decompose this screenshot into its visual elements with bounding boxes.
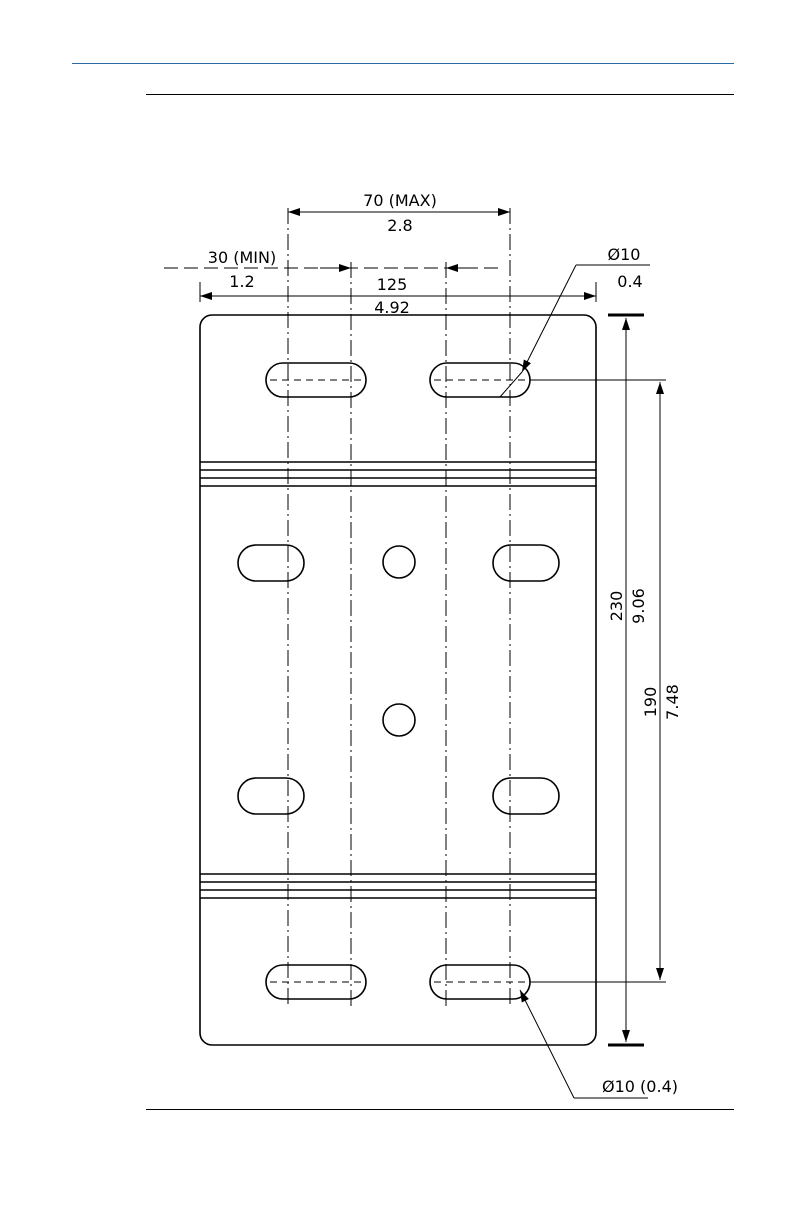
dim-70-in: 2.8 bbox=[387, 216, 412, 235]
dim-30-in: 1.2 bbox=[229, 272, 254, 291]
lower-rib bbox=[200, 874, 596, 898]
center-lines bbox=[288, 208, 510, 1008]
dim-230-in: 9.06 bbox=[629, 588, 648, 624]
slot-mid-upper-right bbox=[493, 545, 559, 581]
upper-rib bbox=[200, 462, 596, 486]
dim-190-mm: 190 bbox=[641, 687, 660, 718]
plate-outline bbox=[200, 315, 596, 1045]
leader-top-hole bbox=[522, 265, 576, 372]
dim-230-mm: 230 bbox=[607, 591, 626, 622]
hole-center-upper bbox=[383, 546, 415, 578]
slot-bottom-right bbox=[430, 965, 530, 999]
dim-30-mm: 30 (MIN) bbox=[208, 248, 276, 267]
slot-mid-upper-left bbox=[238, 545, 304, 581]
dim-70-mm: 70 (MAX) bbox=[363, 191, 437, 210]
dim-125-in: 4.92 bbox=[374, 298, 410, 317]
leader-bottom-hole bbox=[520, 990, 574, 1098]
top-hole-diameter-in: 0.4 bbox=[617, 272, 642, 291]
bottom-hole-diameter: Ø10 (0.4) bbox=[602, 1077, 678, 1096]
dim-190-in: 7.48 bbox=[663, 684, 682, 720]
dim-125-mm: 125 bbox=[377, 275, 408, 294]
top-hole-diameter-mm: Ø10 bbox=[608, 245, 641, 264]
hole-center-lower bbox=[383, 704, 415, 736]
slot-mid-lower-right bbox=[493, 778, 559, 814]
slot-mid-lower-left bbox=[238, 778, 304, 814]
